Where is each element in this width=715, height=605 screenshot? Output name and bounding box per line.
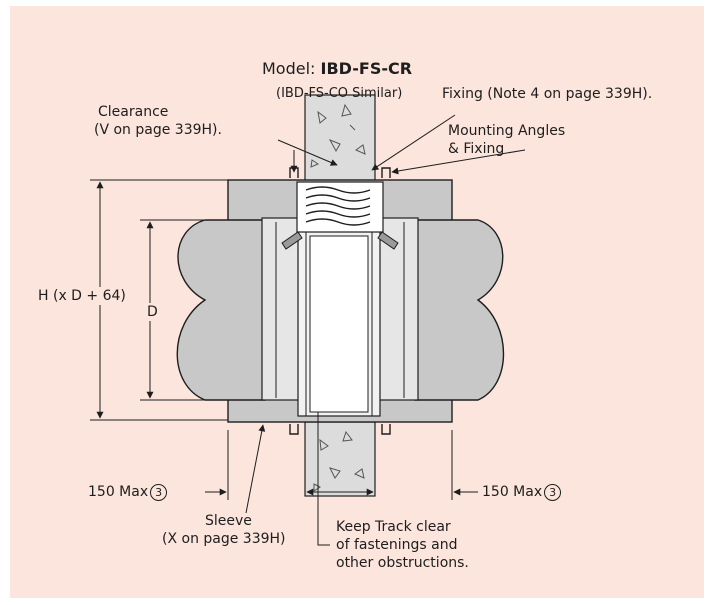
note-marker-right: 3 bbox=[544, 484, 562, 501]
fixing-label: Fixing (Note 4 on page 339H). bbox=[442, 86, 653, 102]
damper-body bbox=[261, 217, 419, 417]
blade-stack bbox=[296, 181, 384, 233]
duct-right bbox=[414, 219, 505, 401]
model-name: IBD-FS-CR bbox=[320, 59, 413, 78]
sleeve-label: Sleeve bbox=[205, 513, 252, 529]
model-heading: Model: IBD-FS-CR bbox=[262, 60, 412, 78]
note-marker-left: 3 bbox=[150, 484, 168, 501]
height-dimension-label: H (x D + 64) bbox=[38, 287, 126, 305]
wall-bottom bbox=[304, 421, 376, 497]
wall-top bbox=[304, 94, 376, 182]
diameter-dimension-label: D bbox=[145, 303, 160, 321]
duct-left bbox=[176, 219, 266, 401]
track-note-line2: of fastenings and bbox=[336, 537, 458, 553]
sleeve-ref-label: (X on page 339H) bbox=[162, 531, 286, 547]
track-note-line1: Keep Track clear bbox=[336, 519, 451, 535]
clearance-label: Clearance bbox=[98, 104, 169, 120]
clearance-ref-label: (V on page 339H). bbox=[94, 122, 222, 138]
model-prefix: Model: bbox=[262, 59, 321, 78]
mounting-fixing-label: & Fixing bbox=[448, 141, 505, 157]
leader-lines bbox=[245, 114, 526, 546]
max-left-text: 150 Max bbox=[88, 484, 149, 500]
latches bbox=[281, 231, 399, 250]
max-right-text: 150 Max bbox=[482, 484, 543, 500]
dimension-150-right bbox=[451, 430, 478, 500]
mounting-angles-label: Mounting Angles bbox=[448, 123, 566, 139]
track-note-line3: other obstructions. bbox=[336, 555, 469, 571]
dimension-150-left bbox=[205, 430, 229, 500]
model-similar-label: (IBD-FS-CO Similar) bbox=[276, 86, 403, 101]
